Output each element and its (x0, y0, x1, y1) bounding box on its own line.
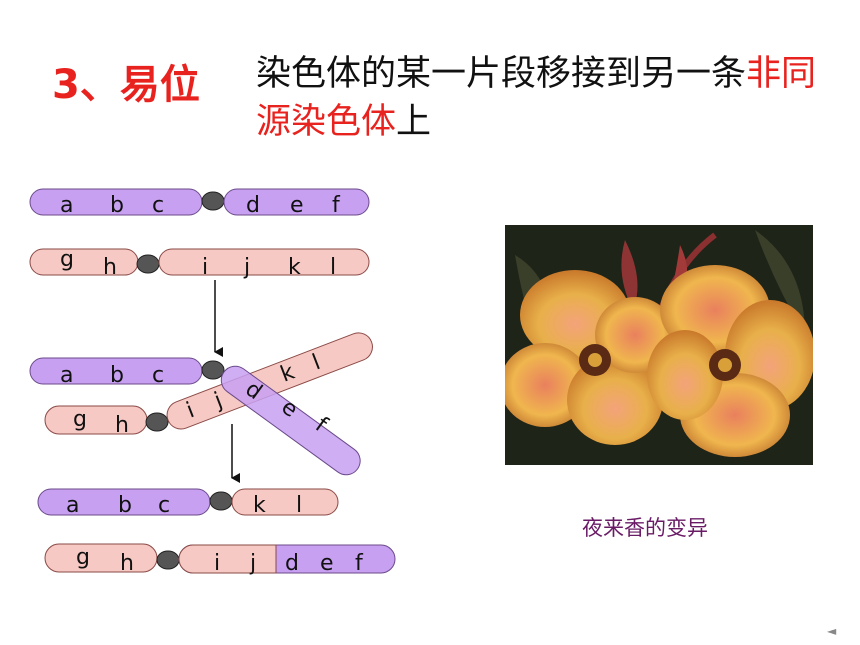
gene-i: i (214, 551, 220, 576)
definition-highlight: 非同源染色体 (256, 54, 817, 142)
chrom1-centromere (209, 491, 233, 511)
gene-b: b (110, 193, 124, 218)
gene-k: k (253, 493, 266, 518)
chrom1-right-arm (223, 188, 370, 216)
gene-c: c (152, 363, 164, 388)
stage-during: a b c g h i j k l d e f (29, 332, 373, 476)
bud (621, 240, 638, 310)
slide-title-number: 3、易位 (52, 62, 200, 108)
gene-g: g (76, 545, 90, 570)
gene-e: e (290, 193, 304, 218)
prev-slide-icon[interactable]: ◄ (827, 624, 837, 638)
gene-l: l (330, 255, 336, 280)
chrom2-centromere (136, 254, 160, 274)
gene-a: a (60, 193, 73, 218)
gene-d: d (285, 551, 299, 576)
gene-c: c (158, 493, 170, 518)
flower-photo (505, 225, 813, 465)
chrom2-left-arm (29, 248, 139, 276)
flower-left (505, 270, 675, 445)
gene-d: d (246, 193, 260, 218)
gene-l: l (296, 493, 302, 518)
chrom1-centromere (201, 191, 225, 211)
gene-a: a (66, 493, 79, 518)
photo-caption: 夜来香的变异 (582, 516, 708, 540)
gene-b: b (118, 493, 132, 518)
slide-definition: 染色体的某一片段移接到另一条非同源染色体上 (256, 50, 836, 146)
gene-h: h (120, 551, 134, 576)
gene-j: j (249, 551, 256, 576)
gene-k: k (288, 255, 301, 280)
chrom2-left-arm (44, 543, 158, 573)
gene-h: h (103, 255, 117, 280)
gene-f: f (355, 551, 364, 576)
gene-c: c (152, 193, 164, 218)
gene-i: i (202, 255, 208, 280)
gene-g: g (73, 407, 87, 432)
gene-h: h (115, 413, 129, 438)
stage-after: a b c k l g h i j d e f (37, 488, 396, 576)
gene-a: a (60, 363, 73, 388)
chrom2-right-arm (158, 248, 370, 276)
gene-e: e (320, 551, 334, 576)
chrom2-centromere (145, 412, 169, 432)
gene-g: g (60, 247, 74, 272)
definition-text-2: 上 (396, 102, 432, 142)
chrom2-left-arm (44, 405, 148, 435)
gene-f: f (332, 193, 341, 218)
definition-text-1: 染色体的某一片段移接到另一条 (256, 54, 747, 94)
chrom2-retained-segment (178, 544, 277, 574)
gene-b: b (110, 363, 124, 388)
chrom2-centromere (156, 550, 180, 570)
chrom1-new-arm (231, 488, 339, 516)
flower-right (647, 265, 813, 457)
gene-j: j (243, 255, 250, 280)
chrom1-centromere (201, 360, 225, 380)
stage-before: a b c d e f g h i j k l (29, 188, 370, 280)
